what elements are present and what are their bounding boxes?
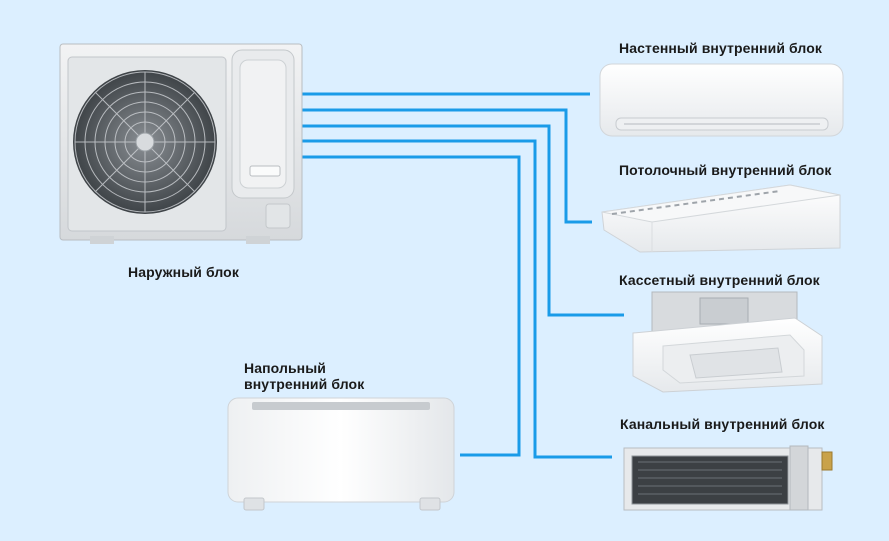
wall-unit-image bbox=[599, 63, 844, 137]
cassette-unit-label: Кассетный внутренний блок bbox=[619, 272, 820, 288]
refrigerant-pipes bbox=[302, 92, 624, 459]
wall-unit-label: Настенный внутренний блок bbox=[619, 40, 822, 56]
ceiling-unit-image bbox=[601, 184, 841, 253]
floor-unit-label-line1: Напольный bbox=[244, 360, 326, 376]
ceiling-unit-label: Потолочный внутренний блок bbox=[619, 162, 832, 178]
duct-unit-image bbox=[623, 445, 833, 511]
cassette-unit-image bbox=[632, 291, 823, 393]
outdoor-unit-label: Наружный блок bbox=[128, 264, 239, 280]
pipe-to-cassette-unit bbox=[302, 124, 624, 317]
pipe-to-floor-unit bbox=[302, 155, 521, 457]
duct-unit-label: Канальный внутренний блок bbox=[620, 416, 825, 432]
outdoor-unit-image bbox=[59, 43, 303, 244]
floor-unit-label-line2: внутренний блок bbox=[244, 376, 365, 392]
floor-unit-image bbox=[227, 397, 455, 511]
pipe-to-ceiling-unit bbox=[302, 108, 592, 224]
pipe-to-duct-unit bbox=[302, 139, 612, 459]
